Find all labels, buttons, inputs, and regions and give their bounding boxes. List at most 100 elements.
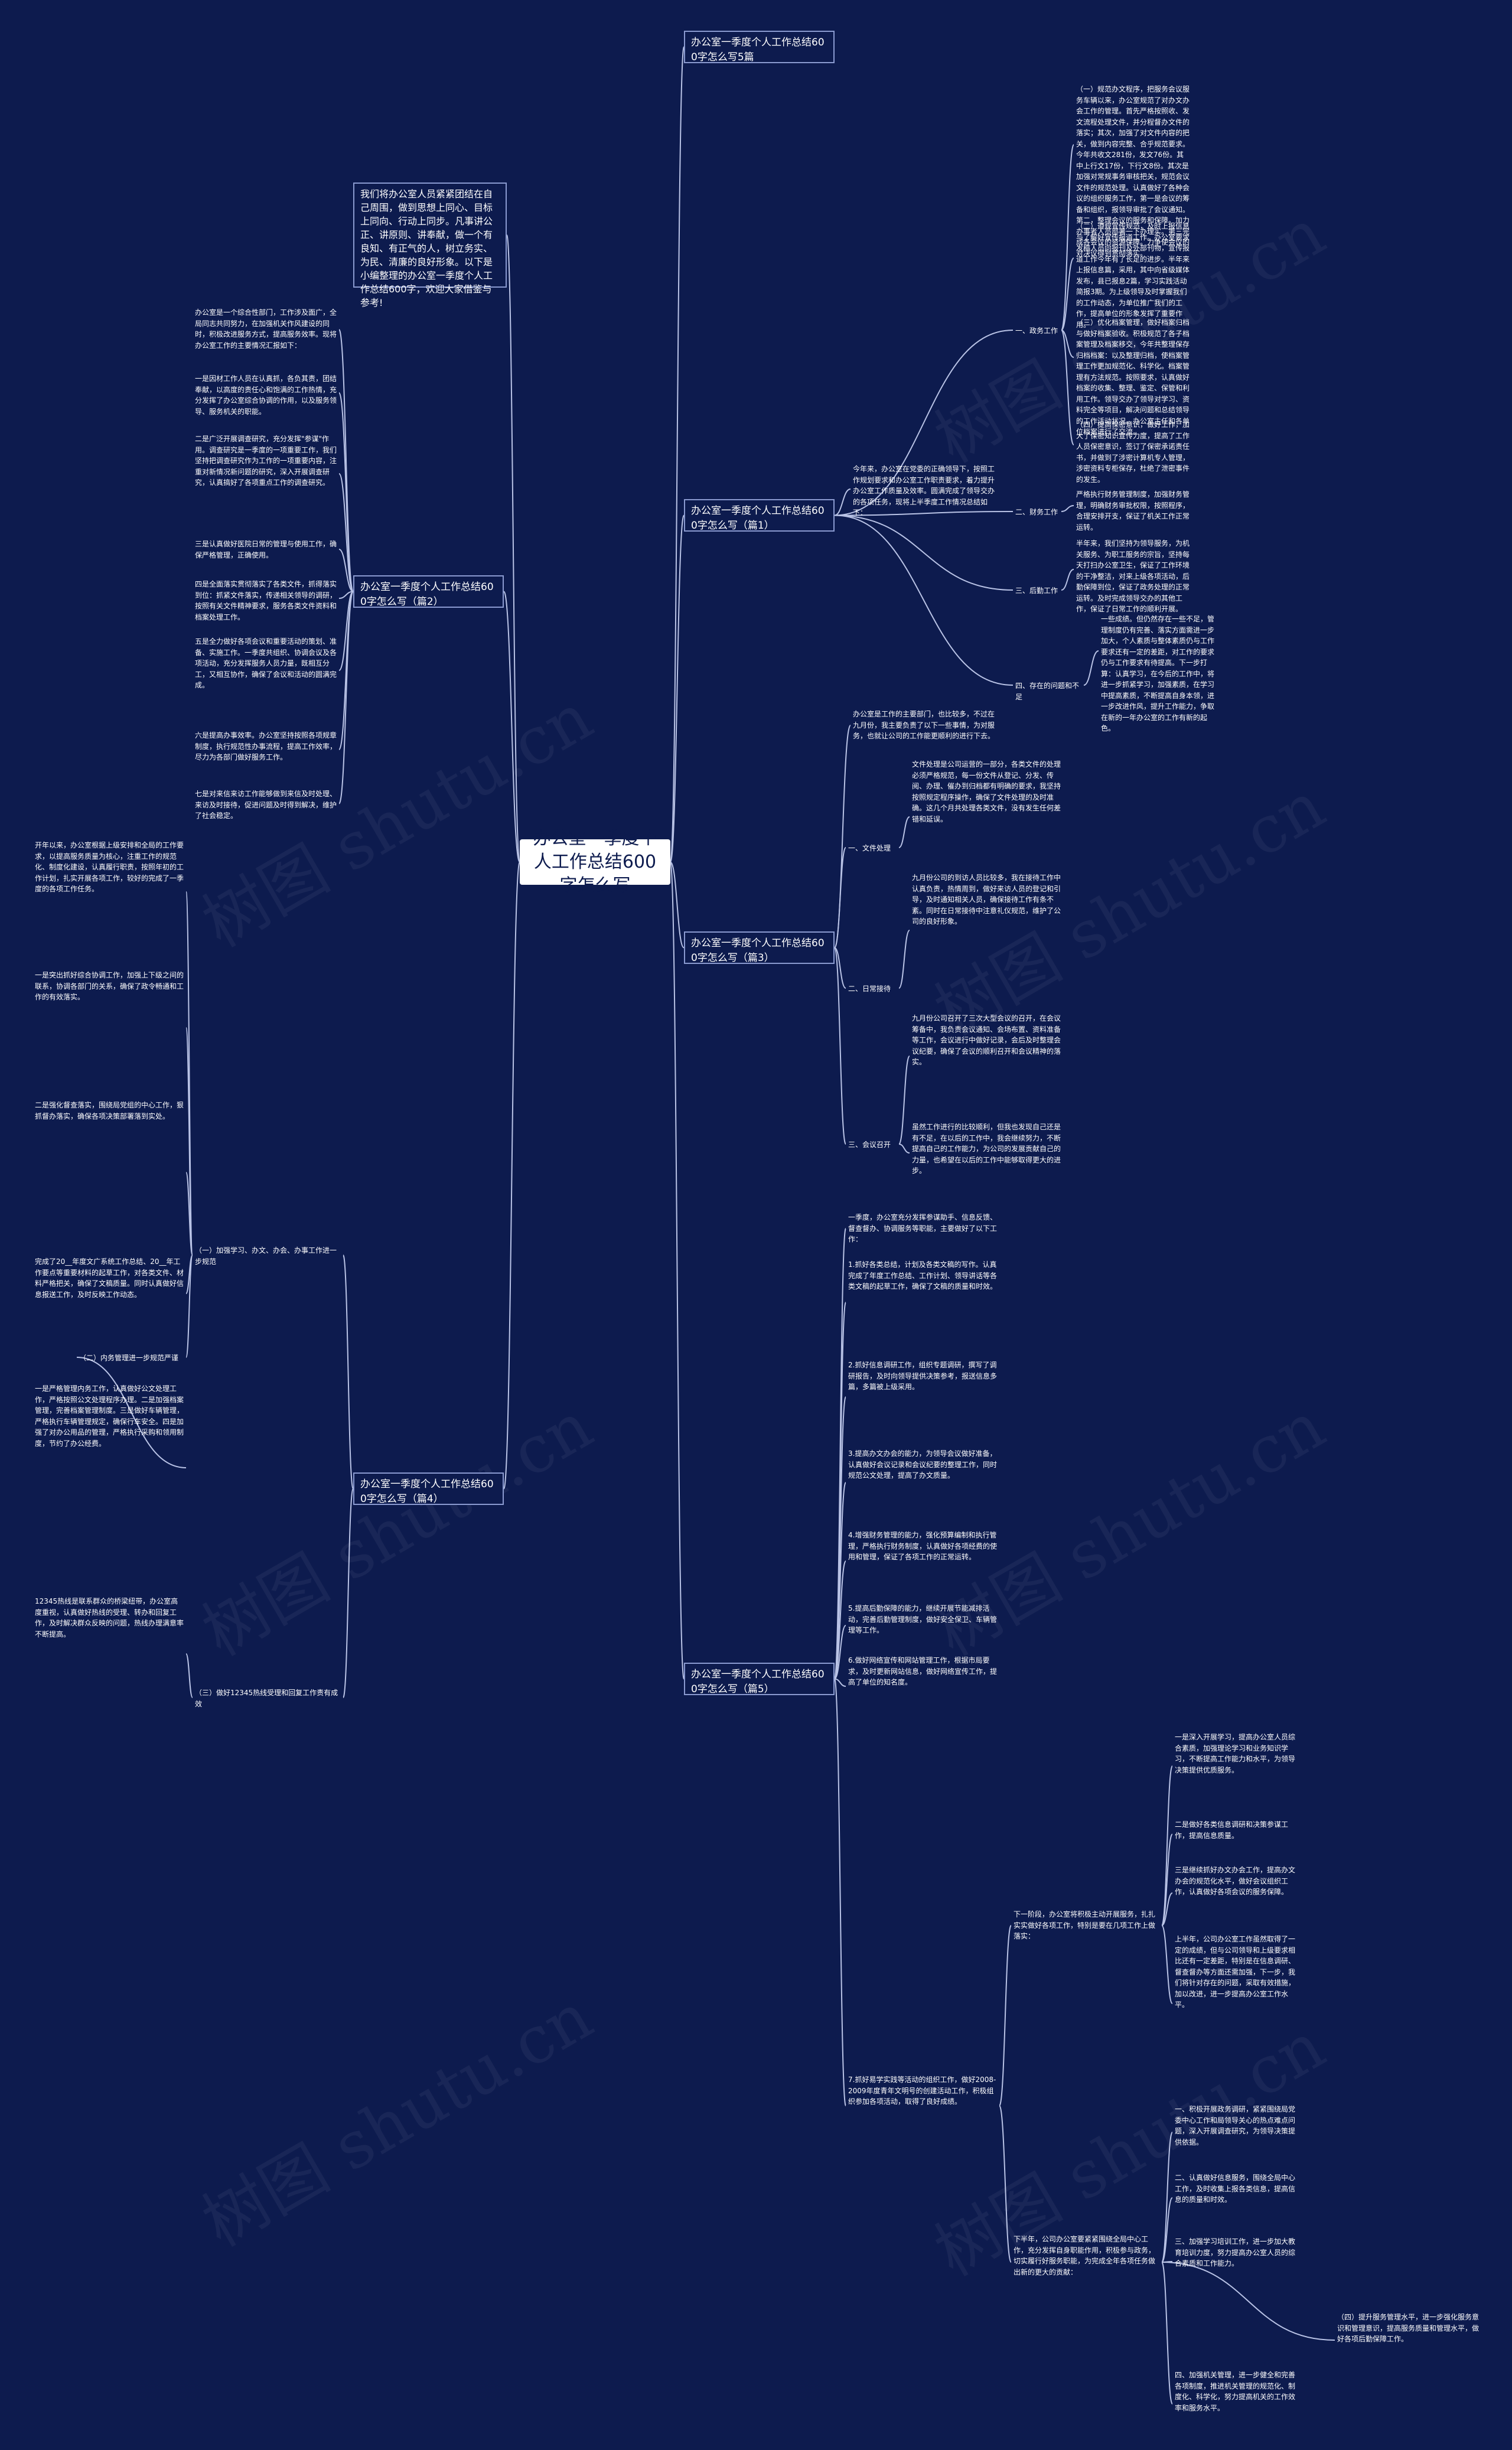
- part5-next-item[interactable]: 一是深入开展学习，提高办公室人员综合素质，加强理论学习和业务知识学习，不断提高工…: [1175, 1733, 1296, 1774]
- part1-section-issues[interactable]: 四、存在的问题和不足: [1015, 682, 1080, 701]
- topic-title-list[interactable]: 办公室一季度个人工作总结600字怎么写5篇: [684, 31, 835, 63]
- connector-line: [1161, 1833, 1173, 1926]
- part4-lead[interactable]: 开年以来，办公室根据上级安排和全局的工作要求，以提高服务质量为核心，注重工作的规…: [35, 841, 184, 893]
- part1-politics-item[interactable]: （二）遵规宣传规范，及时上报信息与了解好宣传报道工作。办公室要求发稿人员向报刊及…: [1076, 222, 1190, 329]
- connector-line: [834, 947, 846, 1145]
- part4-section-internal[interactable]: （二）内务管理进一步规范严谨: [79, 1354, 179, 1362]
- part5-item[interactable]: 5.提高后勤保障的能力，继续开展节能减排活动，完善后勤管理制度，做好安全保卫、车…: [848, 1604, 998, 1634]
- part4-section-hotline[interactable]: （三）做好12345热线受理和回复工作责有成效: [195, 1689, 338, 1708]
- connector-line: [343, 1255, 354, 1490]
- connector-line: [999, 2105, 1012, 2263]
- part1-politics-item[interactable]: （三）优化档案管理，做好档案归档与做好档案验收。积极规范了各子档案管理及档案移交…: [1076, 318, 1190, 436]
- intro-box[interactable]: 我们将办公室人员紧紧团结在自己周围，做到思想上同心、目标上同向、行动上同步。凡事…: [353, 183, 507, 308]
- connector-line: [834, 1678, 846, 1687]
- part4-section-study[interactable]: （一）加强学习、办文、办会、办事工作进一步规范: [195, 1246, 337, 1266]
- topic-part1[interactable]: 办公室一季度个人工作总结600字怎么写（篇1）: [684, 499, 835, 532]
- connector-line: [1161, 2262, 1335, 2341]
- part2-item[interactable]: 一是因材工作人员在认真抓，各负其责，团结奉献，以高度的责任心和饱满的工作热情，充…: [195, 374, 337, 416]
- part5-next-item[interactable]: 三是继续抓好办文办会工作，提高办文办会的规范化水平，做好会议组织工作，认真做好各…: [1175, 1866, 1296, 1896]
- part5-second-half-item[interactable]: 三、加强学习培训工作，进一步加大教育培训力度，努力提高办公室人员的综合素质和工作…: [1175, 2237, 1296, 2267]
- part5-section-next[interactable]: 下一阶段，办公室将积极主动开展服务，扎扎实实做好各项工作，特别是要在几项工作上做…: [1014, 1910, 1156, 1940]
- part5-item[interactable]: 1.抓好各类总结，计划及各类文稿的写作。认真完成了年度工作总结、工作计划、领导讲…: [848, 1260, 998, 1291]
- part4-internal-text[interactable]: 一是严格管理内务工作，认真做好公文处理工作，严格按照公文处理程序办理。二是加强档…: [35, 1384, 184, 1448]
- part2-item[interactable]: 六是提高办事效率。办公室坚持按照各项规章制度，执行规范性办事流程，提高工作效率，…: [195, 731, 337, 761]
- connector-line: [338, 329, 354, 592]
- part4-item[interactable]: 二是强化督查落实，围绕局党组的中心工作，狠抓督办落实，确保各项决策部署落到实处。: [35, 1101, 184, 1120]
- part2-item[interactable]: 三是认真做好医院日常的管理与使用工作，确保严格管理，正确使用。: [195, 540, 337, 559]
- connector-line: [670, 514, 685, 863]
- part1-section-logistics[interactable]: 三、后勤工作: [1015, 587, 1058, 595]
- connector-line: [834, 947, 846, 989]
- part3-meeting-text[interactable]: 九月份公司召开了三次大型会议的召开，在会议筹备中，我负责会议通知、会场布置、资料…: [912, 1014, 1061, 1066]
- connector-line: [999, 1925, 1012, 2106]
- part5-second-half-item[interactable]: 二、认真做好信息服务，围绕全局中心工作，及时收集上报各类信息，提高信息的质量和时…: [1175, 2174, 1296, 2204]
- part5-item[interactable]: 2.抓好信息调研工作，组织专题调研，撰写了调研报告，及时向领导提供决策参考，报送…: [848, 1361, 998, 1391]
- part1-logistics-text[interactable]: 半年来，我们坚持为领导服务，为机关服务、为职工服务的宗旨，坚持每天打扫办公室卫生…: [1076, 539, 1190, 613]
- connector-line: [834, 847, 846, 949]
- connector-line: [834, 330, 1014, 516]
- part1-section-politics[interactable]: 一、政务工作: [1015, 327, 1058, 335]
- part1-politics-item[interactable]: （一）规范办文程序，把服务会议服务车辆以来，办公室规范了对办文办会工作的管理。首…: [1076, 85, 1190, 258]
- connector-line: [898, 1055, 910, 1145]
- connector-line: [338, 591, 354, 671]
- connector-line: [898, 1143, 910, 1154]
- connector-line: [898, 930, 910, 989]
- part5-section-second-half[interactable]: 下半年，公司办公室要紧紧围绕全局中心工作，充分发挥自身职能作用，积极参与政务，切…: [1014, 2235, 1156, 2276]
- connector-line: [1061, 258, 1074, 331]
- part2-item[interactable]: 四是全面落实贯彻落实了各类文件，抓得落实到位：抓紧文件落实，传递相关领导的调研，…: [195, 580, 337, 621]
- part5-item[interactable]: 3.提高办文办会的能力，为领导会议做好准备，认真做好会议记录和会议纪要的整理工作…: [848, 1449, 998, 1480]
- connector-line: [834, 1625, 846, 1680]
- part5-item[interactable]: 7.抓好易学实践等活动的组织工作，做好2008-2009年度青年文明号的创建活动…: [848, 2076, 996, 2106]
- part1-issues-text[interactable]: 一些成绩。但仍然存在一些不足，管理制度仍有完善、落实方面需进一步加大，个人素质与…: [1101, 615, 1215, 732]
- part3-reception-text[interactable]: 九月份公司的到访人员比较多，我在接待工作中认真负责，热情周到，做好来访人员的登记…: [912, 874, 1061, 926]
- connector-line: [834, 514, 1014, 591]
- part4-item[interactable]: 完成了20__年度文广系统工作总结、20__年工作要点等重要材料的起草工作，对各…: [35, 1257, 184, 1299]
- connector-line: [185, 1255, 193, 1358]
- topic-part5[interactable]: 办公室一季度个人工作总结600字怎么写（篇5）: [684, 1663, 835, 1695]
- topic-part2[interactable]: 办公室一季度个人工作总结600字怎么写（篇2）: [353, 575, 504, 608]
- part5-second-half-item[interactable]: （四）提升服务管理水平，进一步强化服务意识和管理意识，提高服务质量和管理水平，做…: [1337, 2313, 1480, 2343]
- part3-section-reception[interactable]: 二、日常接待: [848, 985, 891, 993]
- part4-hotline-text[interactable]: 12345热线是联系群众的桥梁纽带，办公室高度重视，认真做好热线的受理、转办和回…: [35, 1597, 184, 1638]
- part3-summary[interactable]: 虽然工作进行的比较顺利，但我也发现自己还是有不足，在以后的工作中，我会继续努力，…: [912, 1123, 1061, 1175]
- part2-item[interactable]: 二是广泛开展调查研究，充分发挥"参谋"作用。调查研究是一季度的一项重要工作，我们…: [195, 435, 337, 487]
- connector-line: [1161, 1892, 1173, 1926]
- part5-next-item[interactable]: 二是做好各类信息调研和决策参谋工作，提高信息质量。: [1175, 1820, 1289, 1840]
- part3-section-files[interactable]: 一、文件处理: [848, 844, 891, 852]
- part2-lead[interactable]: 办公室是一个综合性部门，工作涉及面广，全局同志共同努力，在加强机关作风建设的同时…: [195, 308, 337, 350]
- connector-line: [503, 591, 520, 863]
- part5-lead[interactable]: 一季度，办公室充分发挥参谋助手、信息反馈、督查督办、协调服务等职能，主要做好了以…: [848, 1213, 998, 1243]
- connector-line: [1161, 2197, 1173, 2263]
- connector-line: [76, 1357, 187, 1468]
- connector-line: [1161, 1925, 1173, 2004]
- connector-line: [1061, 505, 1074, 512]
- part1-lead[interactable]: 今年来，办公室在党委的正确领导下，按照工作规划要求和办公室工作职责要求，着力提升…: [853, 465, 995, 517]
- connector-line: [338, 591, 354, 804]
- root-topic[interactable]: 办公室一季度个人工作总结600字怎么写: [520, 828, 670, 896]
- connector-line: [506, 234, 520, 863]
- part1-politics-item[interactable]: （四）提高保密意识，做好工作，加大了保密知识宣传力度，提高了工作人员保密意识，签…: [1076, 421, 1190, 484]
- part1-finance-text[interactable]: 严格执行财务管理制度，加强财务管理，明确财务审批权限，按照程序，合理安排开支，保…: [1076, 490, 1190, 532]
- part2-item[interactable]: 五是全力做好各项会议和重要活动的策划、准备、实施工作。一季度共组织、协调会议及各…: [195, 637, 337, 689]
- connector-line: [338, 591, 354, 750]
- part1-section-finance[interactable]: 二、财务工作: [1015, 508, 1058, 516]
- part5-item[interactable]: 4.增强财务管理的能力，强化预算编制和执行管理，严格执行财务制度，认真做好各项经…: [848, 1531, 998, 1561]
- connector-line: [1061, 330, 1074, 445]
- part3-section-meeting[interactable]: 三、会议召开: [848, 1141, 891, 1149]
- connector-line: [834, 1678, 846, 2106]
- connector-line: [1161, 2262, 1173, 2405]
- topic-part4[interactable]: 办公室一季度个人工作总结600字怎么写（篇4）: [353, 1472, 504, 1505]
- part4-item[interactable]: 一是突出抓好综合协调工作，加强上下级之间的联系，协调各部门的关系，确保了政令畅通…: [35, 971, 184, 1001]
- part3-files-text[interactable]: 文件处理是公司运营的一部分，各类文件的处理必须严格规范，每一份文件从登记、分发、…: [912, 760, 1061, 823]
- connector-line: [834, 725, 851, 949]
- part5-next-item[interactable]: 上半年，公司办公室工作虽然取得了一定的成绩，但与公司领导和上级要求相比还有一定差…: [1175, 1935, 1296, 2009]
- part5-second-half-item[interactable]: 一、积极开展政务调研，紧紧围绕局党委中心工作和局领导关心的热点难点问题，深入开展…: [1175, 2105, 1296, 2146]
- part3-lead[interactable]: 办公室是工作的主要部门，也比较多，不过在九月份，我主要负责了以下一些事情，为对服…: [853, 710, 995, 740]
- topic-part3[interactable]: 办公室一季度个人工作总结600字怎么写（篇3）: [684, 931, 835, 964]
- part5-item[interactable]: 6.做好网络宣传和网站管理工作，根据市局要求，及时更新网站信息，做好网络宣传工作…: [848, 1656, 998, 1686]
- connector-line: [1061, 569, 1074, 591]
- part5-section-management[interactable]: 四、加强机关管理，进一步健全和完善各项制度，推进机关管理的规范化、制度化、科学化…: [1175, 2371, 1296, 2412]
- part2-item[interactable]: 七是对来信来访工作能够做到来信及时处理、来访及时接待，促进问题及时得到解决，维护…: [195, 790, 337, 820]
